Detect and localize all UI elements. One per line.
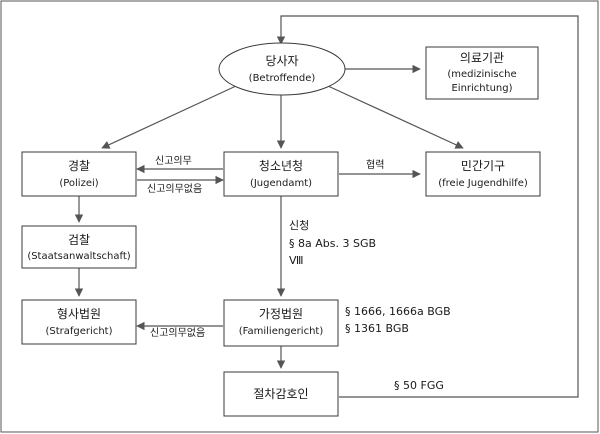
label-no-report-duty: 신고의무없음 xyxy=(147,182,202,195)
criminal-court-sub: (Strafgericht) xyxy=(46,326,113,337)
label-fgg-law: § 50 FGG xyxy=(394,379,444,392)
edge-party-private-youth xyxy=(327,85,464,149)
youth-office-label: 청소년청 xyxy=(259,159,303,173)
label-petition: 신청 xyxy=(289,219,309,232)
criminal-court-box xyxy=(21,299,137,345)
edge-guardian-party xyxy=(276,15,579,398)
medical-sub1: (medizinische xyxy=(447,69,516,80)
node-youth-office: 청소년청 (Jugendamt) xyxy=(223,151,339,197)
node-prosecution: 검찰 (Staatsanwaltschaft) xyxy=(21,225,137,269)
node-family-court: 가정법원 (Familiengericht) xyxy=(223,299,339,347)
youth-office-box xyxy=(223,151,339,197)
medical-label: 의료기관 xyxy=(460,51,504,65)
criminal-court-label: 형사법원 xyxy=(57,307,101,321)
guardian-label: 절차감호인 xyxy=(253,387,308,401)
party-label: 당사자 xyxy=(265,54,298,68)
youth-office-sub: (Jugendamt) xyxy=(250,178,312,189)
node-private-youth: 민간기구 (freie Jugendhilfe) xyxy=(425,151,541,197)
node-guardian: 절차감호인 xyxy=(223,371,339,417)
police-sub: (Polizei) xyxy=(59,178,98,189)
family-court-box xyxy=(223,299,339,347)
label-report-duty: 신고의무 xyxy=(155,155,192,167)
private-youth-sub: (freie Jugendhilfe) xyxy=(438,178,528,189)
prosecution-sub: (Staatsanwaltschaft) xyxy=(27,251,130,262)
prosecution-label: 검찰 xyxy=(68,233,90,247)
edges xyxy=(74,15,579,398)
node-criminal-court: 형사법원 (Strafgericht) xyxy=(21,299,137,345)
prosecution-box xyxy=(21,225,137,269)
medical-box xyxy=(425,46,539,100)
police-box xyxy=(21,151,137,197)
node-medical: 의료기관 (medizinische Einrichtung) xyxy=(425,46,539,100)
guardian-box xyxy=(223,371,339,417)
label-family-law1: § 1666, 1666a BGB xyxy=(345,305,451,318)
label-petition-law1: § 8a Abs. 3 SGB xyxy=(289,237,376,250)
private-youth-box xyxy=(425,151,541,197)
node-police: 경찰 (Polizei) xyxy=(21,151,137,197)
label-family-law2: § 1361 BGB xyxy=(345,322,409,335)
family-court-label: 가정법원 xyxy=(259,307,303,321)
party-ellipse xyxy=(218,42,346,96)
edge-party-police xyxy=(101,85,237,149)
party-sub: (Betroffende) xyxy=(249,73,316,84)
label-petition-law2: Ⅷ xyxy=(289,254,304,267)
private-youth-label: 민간기구 xyxy=(461,159,505,173)
node-party: 당사자 (Betroffende) xyxy=(218,42,346,96)
label-no-report-duty-court: 신고의무없음 xyxy=(150,326,205,339)
family-court-sub: (Familiengericht) xyxy=(239,326,324,337)
police-label: 경찰 xyxy=(68,159,90,173)
medical-sub2: Einrichtung) xyxy=(451,83,512,94)
label-cooperation: 협력 xyxy=(366,158,384,171)
